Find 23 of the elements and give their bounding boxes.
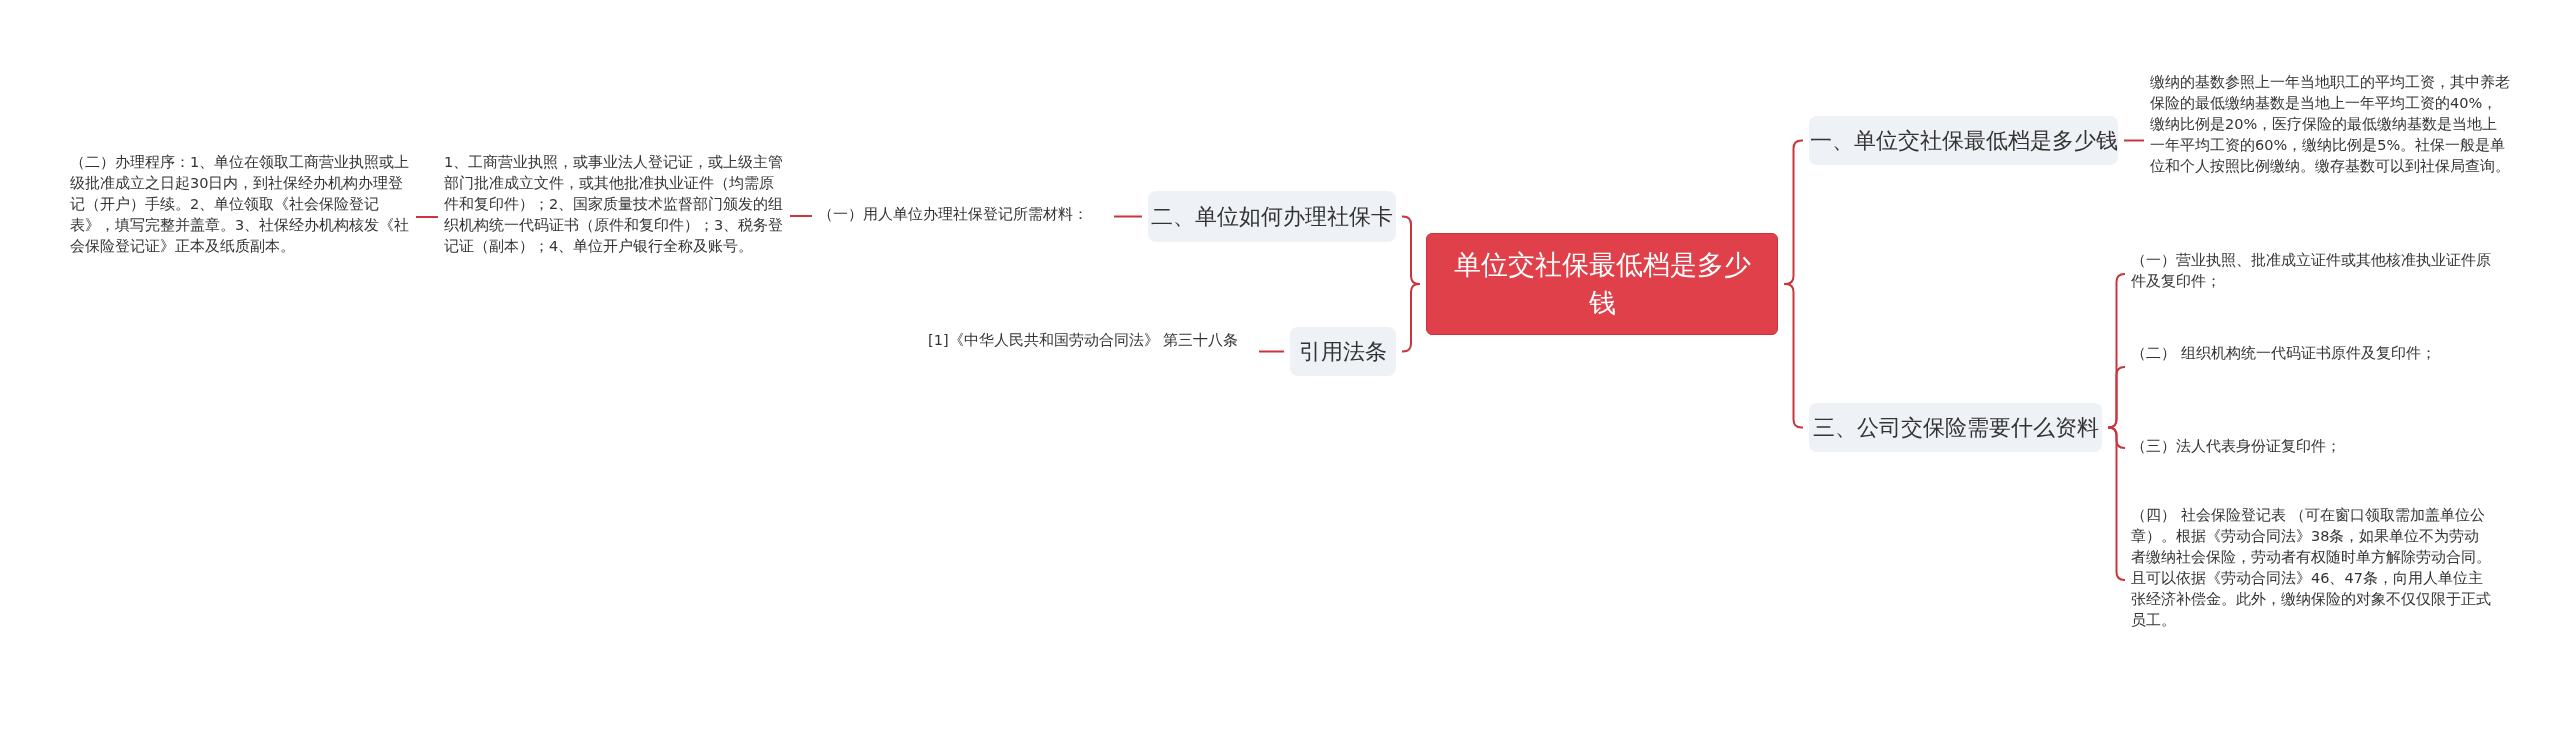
note-text: （二）办理程序：1、单位在领取工商营业执照或上级批准成立之日起30日内，到社保经办机构办理登记（开户）手续。2、单位领取《社会保险登记表》，填写完整并盖章。3、社保经办机构核发《社会保险登记证》正本及纸质副本。 xyxy=(70,152,410,282)
note-text: （一）用人单位办理社保登记所需材料： xyxy=(818,204,1108,228)
connector-line xyxy=(2123,139,2145,142)
connector-line xyxy=(415,216,439,218)
connector-line xyxy=(1783,283,1804,429)
central-topic: 单位交社保最低档是多少钱 xyxy=(1426,233,1778,335)
connector-line xyxy=(1401,283,1421,353)
note-text: （一）营业执照、批准成立证件或其他核准执业证件原件及复印件； xyxy=(2131,250,2491,298)
connector-line xyxy=(1113,215,1143,218)
connector-line xyxy=(2107,426,2126,581)
note-text: 1、工商营业执照，或事业法人登记证，或上级主管部门批准成立文件，或其他批准执业证件（均需原件和复印件）；2、国家质量技术监督部门颁发的组织机构统一代码证书（原件和复印件）；3、税务登记证（副本）；4、单位开户银行全称及账号。 xyxy=(444,152,784,282)
note-text: （四） 社会保险登记表 （可在窗口领取需加盖单位公章）。根据《劳动合同法》38条，如果单位不为劳动者缴纳社会保险，劳动者有权随时单方解除劳动合同。且可以依据《劳动合同法》46、47条，向用人单位主张经济补偿金。此外，缴纳保险的对象不仅仅限于正式员工。 xyxy=(2131,505,2491,655)
topic-box: 二、单位如何办理社保卡 xyxy=(1148,191,1396,242)
note-text: 缴纳的基数参照上一年当地职工的平均工资，其中养老保险的最低缴纳基数是当地上一年平均工资的40%，缴纳比例是20%，医疗保险的最低缴纳基数是当地上一年平均工资的60%，缴纳比例是5%。社保一般是单位和个人按照比例缴纳。缴存基数可以到社保局查询。 xyxy=(2150,72,2510,212)
topic-box: 引用法条 xyxy=(1290,327,1396,376)
topic-box: 一、单位交社保最低档是多少钱 xyxy=(1809,116,2118,165)
note-text: [1]《中华人民共和国劳动合同法》 第三十八条 xyxy=(928,330,1253,374)
note-text: （三）法人代表身份证复印件； xyxy=(2131,436,2491,460)
connector-line xyxy=(789,215,813,217)
topic-box: 三、公司交保险需要什么资料 xyxy=(1809,403,2102,452)
connector-line xyxy=(1258,350,1285,353)
connector-line xyxy=(2107,366,2126,429)
note-text: （二） 组织机构统一代码证书原件及复印件； xyxy=(2131,343,2491,391)
